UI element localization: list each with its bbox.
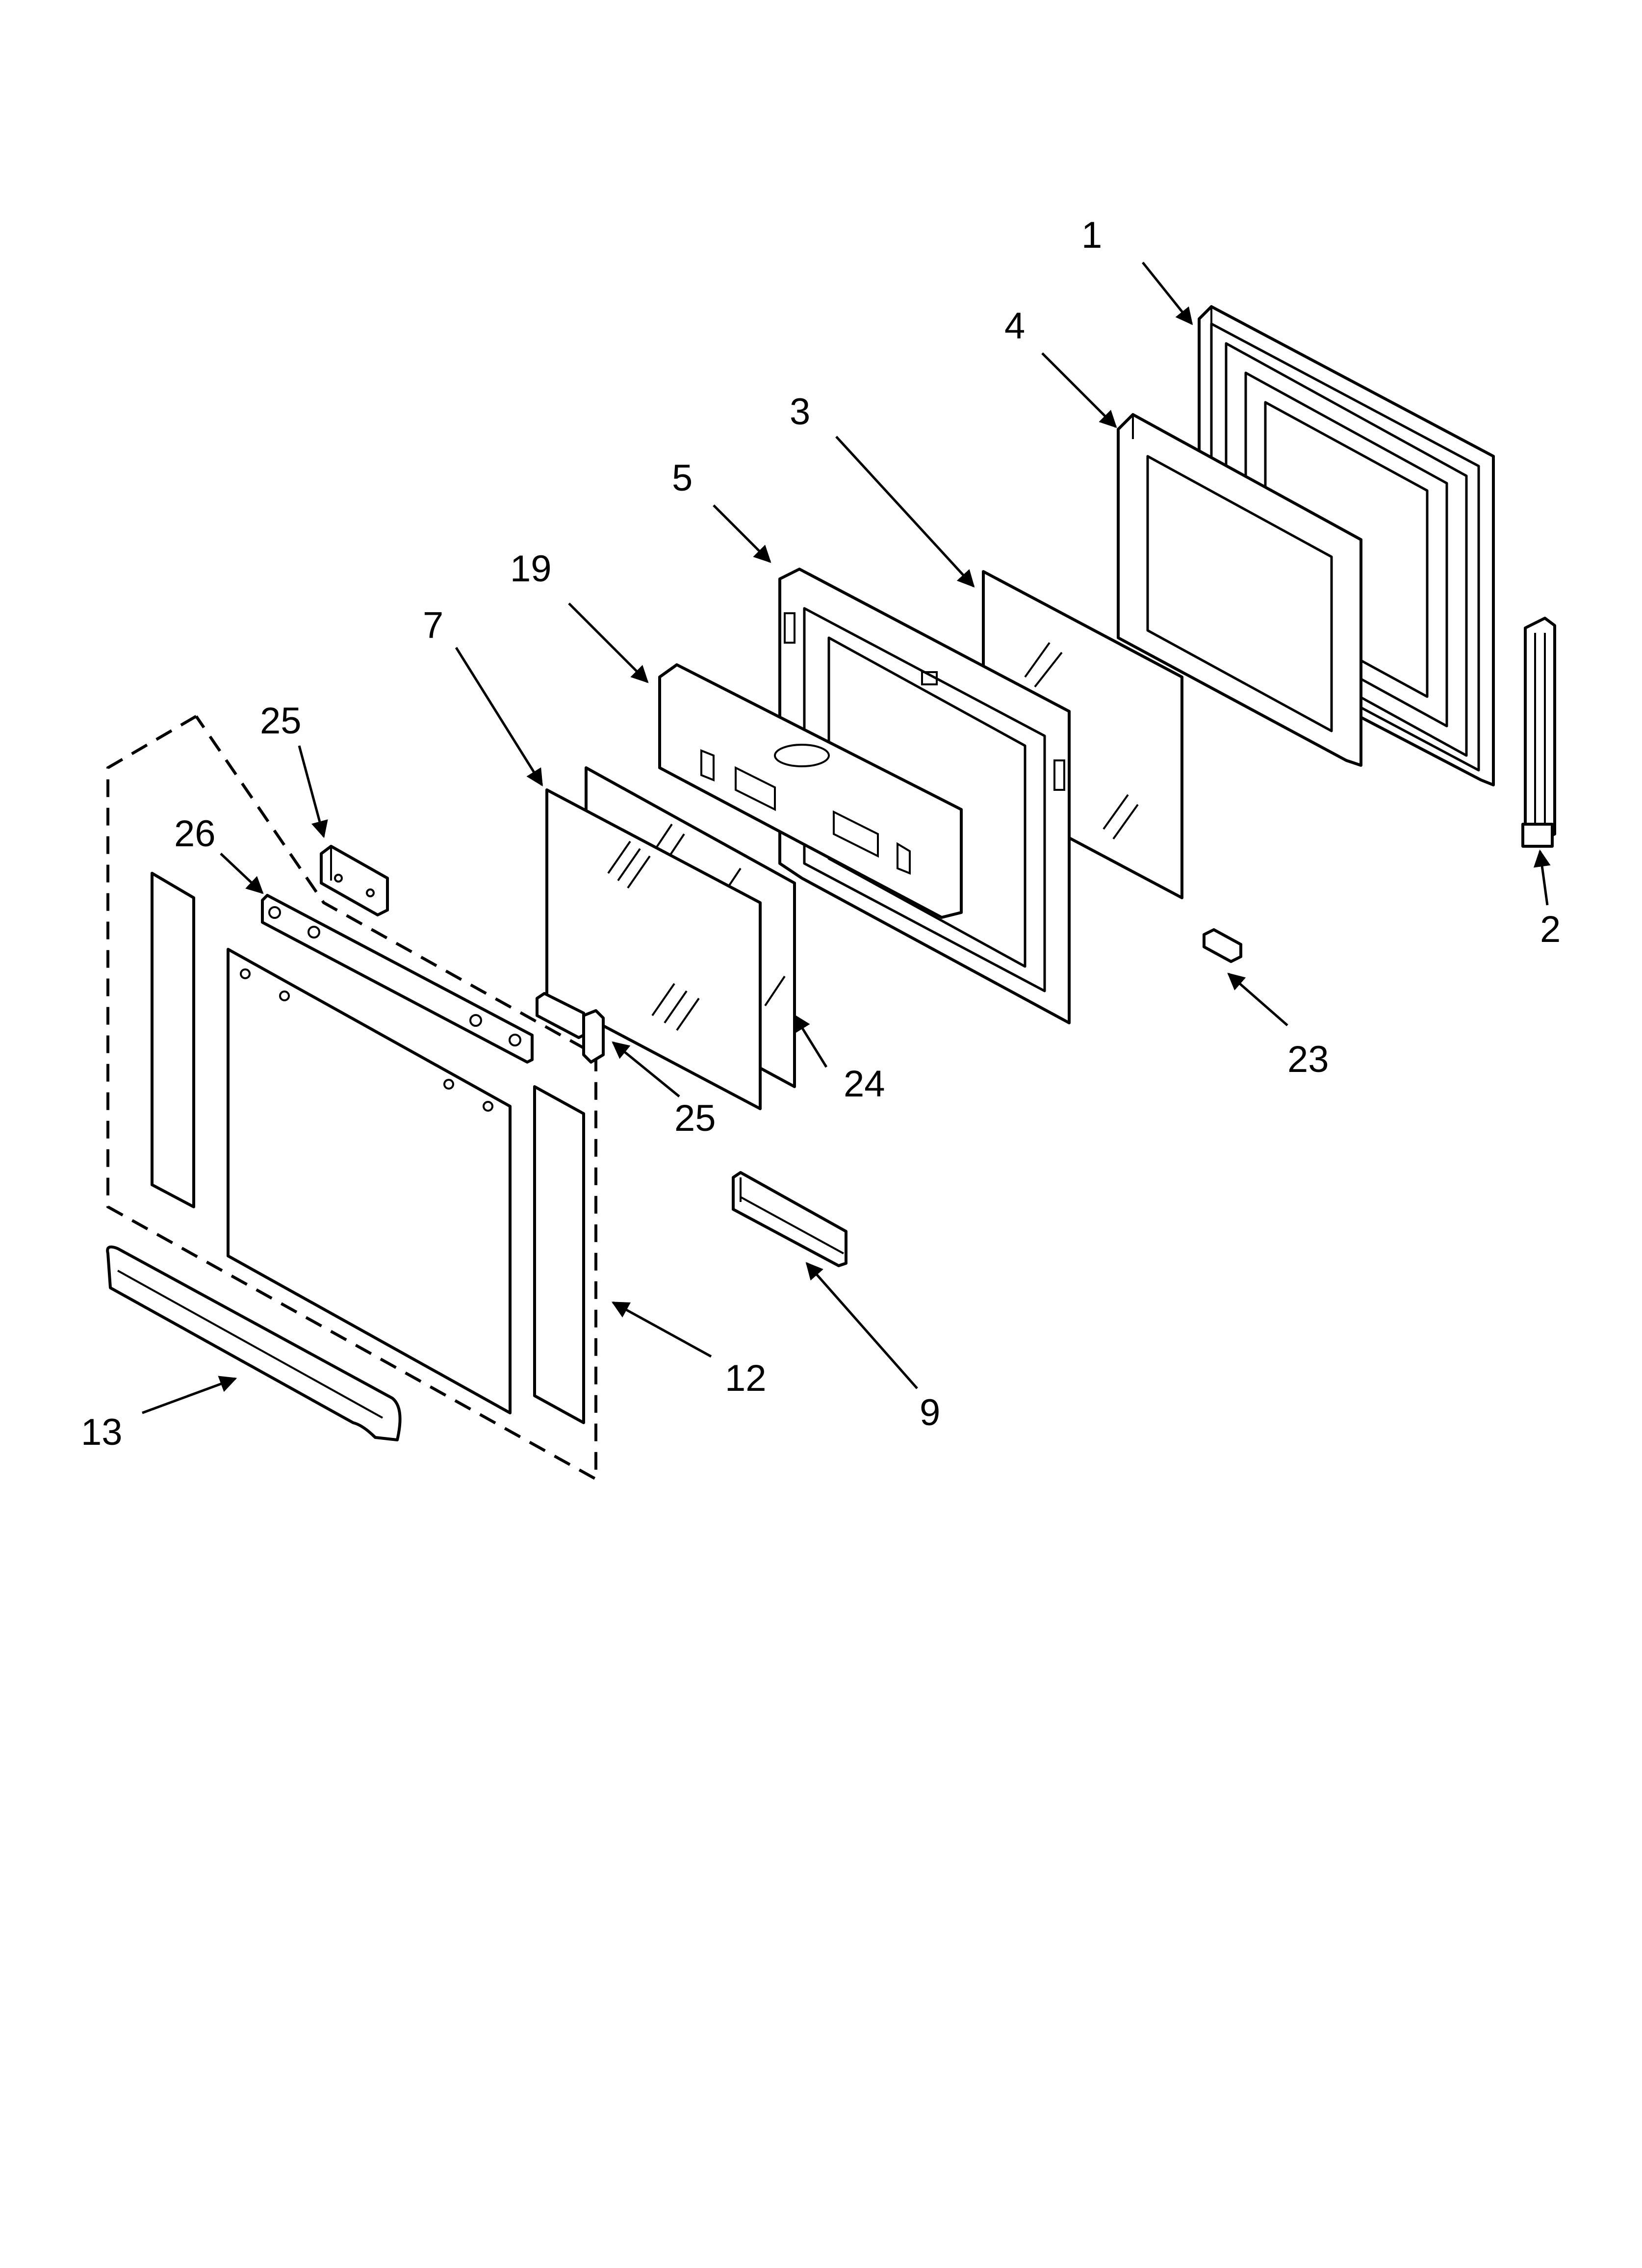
callout-26: 26 xyxy=(174,813,216,855)
leader-lines xyxy=(142,261,1551,1414)
part-12-door-assembly xyxy=(106,715,597,1482)
callout-25-lower: 25 xyxy=(674,1097,716,1139)
part-19-shield xyxy=(658,663,963,919)
callout-23: 23 xyxy=(1287,1039,1329,1080)
callout-4: 4 xyxy=(1004,305,1025,347)
callout-19: 19 xyxy=(510,548,552,590)
part-25-bracket-upper xyxy=(320,845,389,916)
callout-1: 1 xyxy=(1081,214,1102,256)
part-9-trim-strip xyxy=(732,1171,847,1267)
part-7-glass-panel xyxy=(545,788,762,1110)
part-4-door-frame xyxy=(1117,413,1362,767)
callout-labels: 1 4 3 5 19 7 25 26 24 25 23 2 12 9 13 xyxy=(81,214,1561,1453)
part-13-handle xyxy=(106,1245,402,1441)
callout-7: 7 xyxy=(423,604,443,646)
callout-25-upper: 25 xyxy=(260,700,302,742)
callout-5: 5 xyxy=(672,457,693,499)
callout-12: 12 xyxy=(725,1357,767,1399)
callout-3: 3 xyxy=(790,391,810,433)
callout-13: 13 xyxy=(81,1411,123,1453)
part-23-clip xyxy=(1203,928,1242,963)
part-26-bracket xyxy=(261,894,534,1064)
callout-2: 2 xyxy=(1540,909,1561,950)
callout-9: 9 xyxy=(920,1392,940,1434)
part-25-bracket-lower xyxy=(536,992,605,1064)
callout-24: 24 xyxy=(844,1063,885,1105)
part-2-hinge xyxy=(1521,617,1556,848)
